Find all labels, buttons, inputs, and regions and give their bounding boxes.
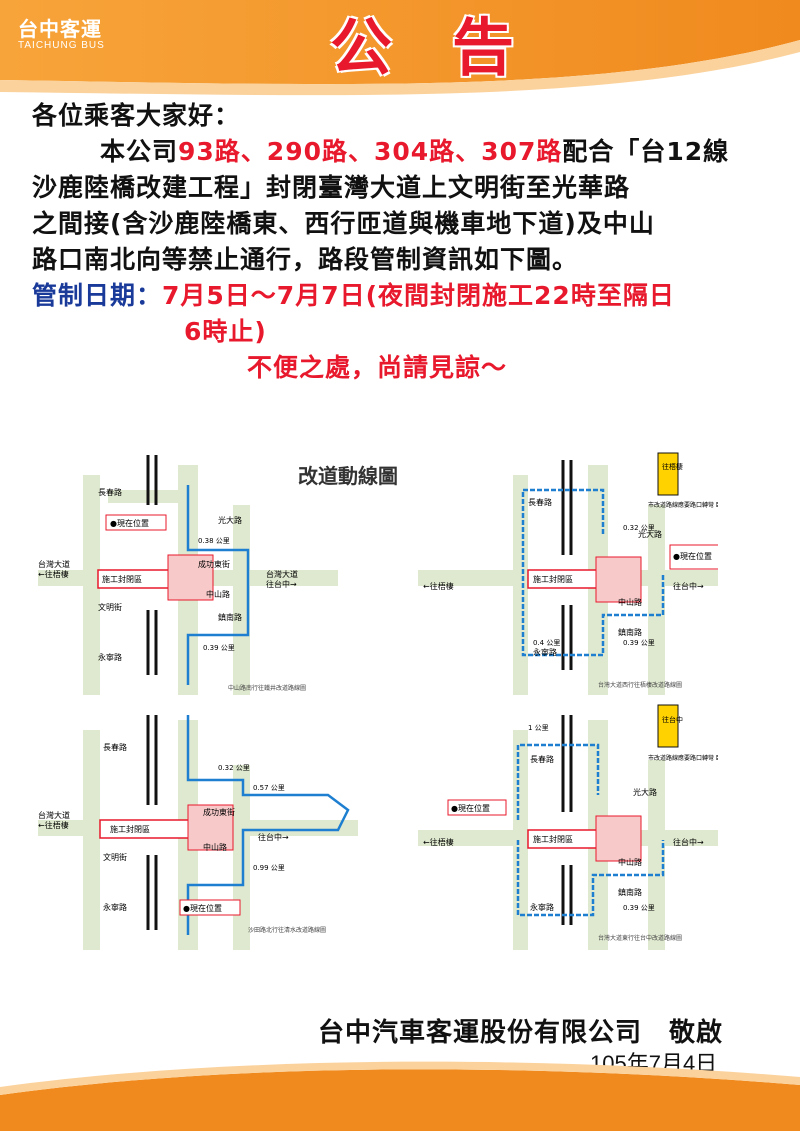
para-prefix: 本公司 <box>100 137 179 166</box>
map1-zhennan: 鎮南路 <box>218 612 242 622</box>
map1-taiwan-ave-2: 台灣大道 <box>266 569 298 579</box>
map2-dist-04: 0.4 公里 <box>533 639 560 647</box>
map1-construction-label: 施工封閉區 <box>102 574 142 584</box>
map2-to-wuqi: ←往梧棲 <box>423 581 454 591</box>
greeting: 各位乘客大家好： <box>32 101 241 130</box>
footer-wave <box>0 1061 800 1131</box>
map1-dist-039: 0.39 公里 <box>203 644 235 652</box>
map1-zhongshan: 中山路 <box>206 589 230 599</box>
map4-yongning: 永寧路 <box>530 902 554 912</box>
map3-to-taichung: 往台中→ <box>258 832 289 842</box>
map4-note: 市改道路線應要路口轉彎 臨時導引牌距約 16 面 <box>648 754 718 762</box>
map2-dist-039: 0.39 公里 <box>623 639 655 647</box>
map1-to-wuqi: ←往梧棲 <box>38 569 69 579</box>
map4-caption: 台灣大道東行往台中改道路線圖 <box>598 934 682 942</box>
map2-to-taichung: 往台中→ <box>673 581 704 591</box>
map3-dist-032: 0.32 公里 <box>218 764 250 772</box>
map3-taiwan-ave: 台灣大道 <box>38 810 70 820</box>
map4-construction: 施工封閉區 <box>533 834 573 844</box>
map4-guangda: 光大路 <box>633 787 657 797</box>
map2-guangda: 光大路 <box>638 529 662 539</box>
map2-yongning: 永寧路 <box>533 647 557 657</box>
map2-current: ●現在位置 <box>673 551 712 561</box>
detour-map-3: ●現在位置 施工封閉區 台灣大道 ←往梧棲 往台中→ 長春路 文明街 永寧路 中… <box>38 710 358 950</box>
map2-zhongshan: 中山路 <box>618 597 642 607</box>
map4-current: ●現在位置 <box>451 803 490 813</box>
paragraph-line-3: 之間接(含沙鹿陸橋東、西行匝道與機車地下道)及中山 <box>32 209 655 238</box>
map4-dist-1: 1 公里 <box>528 724 549 732</box>
map2-dist-032: 0.32 公里 <box>623 524 655 532</box>
control-date-line: 管制日期：7月5日～7月7日(夜間封閉施工22時至隔日 <box>32 278 772 314</box>
notice-body: 各位乘客大家好： 本公司93路、290路、304路、307路配合「台12線 沙鹿… <box>32 98 772 386</box>
detour-map-1: ●現在位置 施工封閉區 長春路 文明街 永寧路 台灣大道 ←往梧棲 台灣大道 往… <box>38 445 338 695</box>
map1-dist-038: 0.38 公里 <box>198 537 230 545</box>
apology-text: 不便之處，尚請見諒～ <box>247 353 508 382</box>
map4-zhongshan: 中山路 <box>618 857 642 867</box>
date-value: 7月5日～7月7日(夜間封閉施工22時至隔日 <box>162 281 675 310</box>
footer-company: 台中汽車客運股份有限公司 敬啟 <box>318 1018 724 1048</box>
paragraph-line-1: 本公司93路、290路、304路、307路配合「台12線 <box>32 134 772 170</box>
logo-en-text: TAICHUNG BUS <box>18 40 105 51</box>
map3-current: ●現在位置 <box>183 903 222 913</box>
map2-changchun: 長春路 <box>528 497 552 507</box>
map4-dist-039: 0.39 公里 <box>623 904 655 912</box>
map1-current-label: ●現在位置 <box>110 518 149 528</box>
map2-sign: 往梧棲 <box>662 462 683 471</box>
map3-caption: 沙田路北行往清水改道路線圖 <box>248 926 326 934</box>
company-logo: 台中客運 TAICHUNG BUS <box>18 18 105 52</box>
map-section-title: 改道動線圖 <box>298 464 398 488</box>
detour-map-2: 往梧棲 市改道路線應要路口轉彎 臨時導引牌距約 16 面 ●現在位置 施工封閉區… <box>418 445 718 695</box>
map1-changchun: 長春路 <box>98 487 122 497</box>
date-value-continued: 6時止) <box>184 317 267 346</box>
map1-to-taichung: 往台中→ <box>266 579 297 589</box>
map1-wenming: 文明街 <box>98 602 122 612</box>
map2-note: 市改道路線應要路口轉彎 臨時導引牌距約 16 面 <box>648 501 718 509</box>
map2-zhennan: 鎮南路 <box>618 627 642 637</box>
map1-caption: 中山路南行往鐵井改道路線圖 <box>228 684 306 692</box>
map3-chenggong: 成功東街 <box>203 807 235 817</box>
map3-wenming: 文明街 <box>103 852 127 862</box>
map3-zhongshan: 中山路 <box>203 842 227 852</box>
map1-chenggong: 成功東街 <box>198 559 230 569</box>
map4-sign: 往台中 <box>662 715 683 724</box>
map4-to-taichung: 往台中→ <box>673 837 704 847</box>
map2-caption: 台灣大道西行往梧棲改道路線圖 <box>598 681 682 689</box>
map3-yongning: 永寧路 <box>103 902 127 912</box>
map4-zhennan: 鎮南路 <box>618 887 642 897</box>
para-line1-rest: 配合「台12線 <box>562 137 730 166</box>
map3-to-wuqi: ←往梧棲 <box>38 820 69 830</box>
map3-changchun: 長春路 <box>103 742 127 752</box>
map4-to-wuqi: ←往梧棲 <box>423 837 454 847</box>
detour-map-1-svg: ●現在位置 施工封閉區 長春路 文明街 永寧路 台灣大道 ←往梧棲 台灣大道 往… <box>38 455 338 695</box>
map3-dist-099: 0.99 公里 <box>253 864 285 872</box>
map1-taiwan-ave: 台灣大道 <box>38 559 70 569</box>
map2-construction: 施工封閉區 <box>533 574 573 584</box>
detour-map-2-svg: 往梧棲 市改道路線應要路口轉彎 臨時導引牌距約 16 面 ●現在位置 施工封閉區… <box>418 452 718 695</box>
detour-map-3-svg: ●現在位置 施工封閉區 台灣大道 ←往梧棲 往台中→ 長春路 文明街 永寧路 中… <box>38 715 358 950</box>
map1-guangda: 光大路 <box>218 515 242 525</box>
paragraph-line-4: 路口南北向等禁止通行，路段管制資訊如下圖。 <box>32 245 579 274</box>
detour-map-4: 往台中 市改道路線應要路口轉彎 臨時導引牌距約 16 面 ●現在位置 施工封閉區… <box>418 700 718 950</box>
map3-dist-057: 0.57 公里 <box>253 784 285 792</box>
route-list: 93路、290路、304路、307路 <box>178 137 563 166</box>
header-wave <box>0 0 800 96</box>
header-banner: 台中客運 TAICHUNG BUS 公告 <box>0 0 800 110</box>
paragraph-line-2: 沙鹿陸橋改建工程」封閉臺灣大道上文明街至光華路 <box>32 173 631 202</box>
detour-map-4-svg: 往台中 市改道路線應要路口轉彎 臨時導引牌距約 16 面 ●現在位置 施工封閉區… <box>418 704 718 950</box>
date-label: 管制日期： <box>32 281 163 310</box>
map1-yongning: 永寧路 <box>98 652 122 662</box>
map4-changchun: 長春路 <box>530 754 554 764</box>
logo-cn-text: 台中客運 <box>18 17 102 41</box>
map3-construction: 施工封閉區 <box>110 824 150 834</box>
page-title: 公告 <box>330 11 575 84</box>
